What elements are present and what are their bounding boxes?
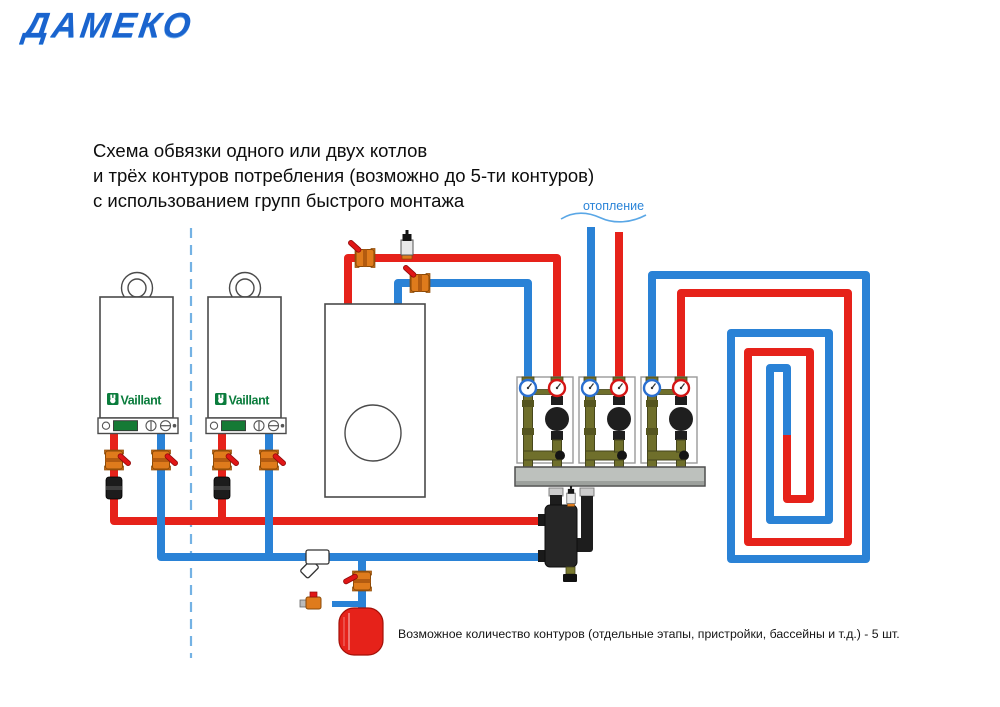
return-pipes-blue [157,227,870,612]
flue-ring-inner [127,278,147,298]
floor-loop-supply-blue [648,271,870,563]
circulation-pump [545,407,569,431]
panel-display [113,420,138,432]
separator-port-red [538,514,547,526]
storage-tank [324,303,426,498]
title-line-2: и трёх контуров потребления (возможно до… [93,165,595,186]
group-ball-valve [555,450,565,461]
bottom-note: Возможное количество контуров (отдельные… [398,627,900,641]
air-vent [400,229,414,260]
boiler-1: Vaillant [97,271,179,435]
heating-circuit-label: отопление [583,199,644,213]
tank-flange [344,404,402,462]
brand-logo-text: Vaillant [121,394,163,408]
pump-group-2 [577,375,637,470]
separator-port-blue [538,550,547,562]
panel-dot [172,423,177,428]
drain-valve [299,591,322,610]
tank-line-valves [347,239,431,293]
title-line-1: Схема обвязки одного или двух котлов [93,140,428,161]
boiler-shutoff-valves [104,449,287,471]
y-strainer [300,549,330,579]
panel-light [101,421,111,430]
expansion-tank [338,607,384,656]
boiler1-return-pipe [157,432,549,561]
hydraulic-separator [538,485,595,582]
separator-air-vent [566,485,576,507]
tank-return-pipe [394,279,532,380]
expansion-tank-valve [342,570,372,592]
heating-label-underline [560,212,647,223]
floor-loop-return-red [677,289,852,546]
boiler-2 [205,271,287,435]
manifold [514,466,706,487]
check-valves [105,476,231,500]
pump-group-1 [516,376,574,469]
title-line-3: с использованием групп быстрого монтажа [93,190,465,211]
diagram-title: Схема обвязки одного или двух котлов и т… [93,138,594,213]
tank-supply-pipe [344,254,561,380]
separator-body [544,504,578,568]
pump-group-3 [639,375,699,470]
separator-drain [565,566,576,575]
